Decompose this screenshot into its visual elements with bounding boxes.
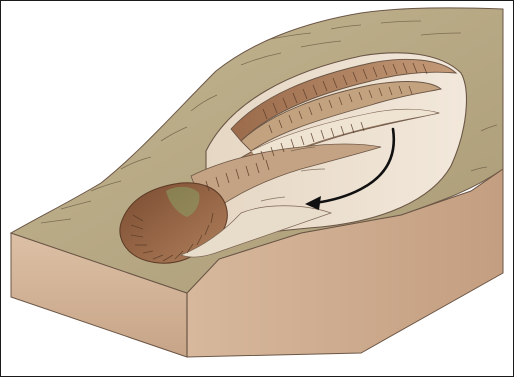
rotational-landslide-diagram [1,1,513,376]
diagram-frame [0,0,514,377]
